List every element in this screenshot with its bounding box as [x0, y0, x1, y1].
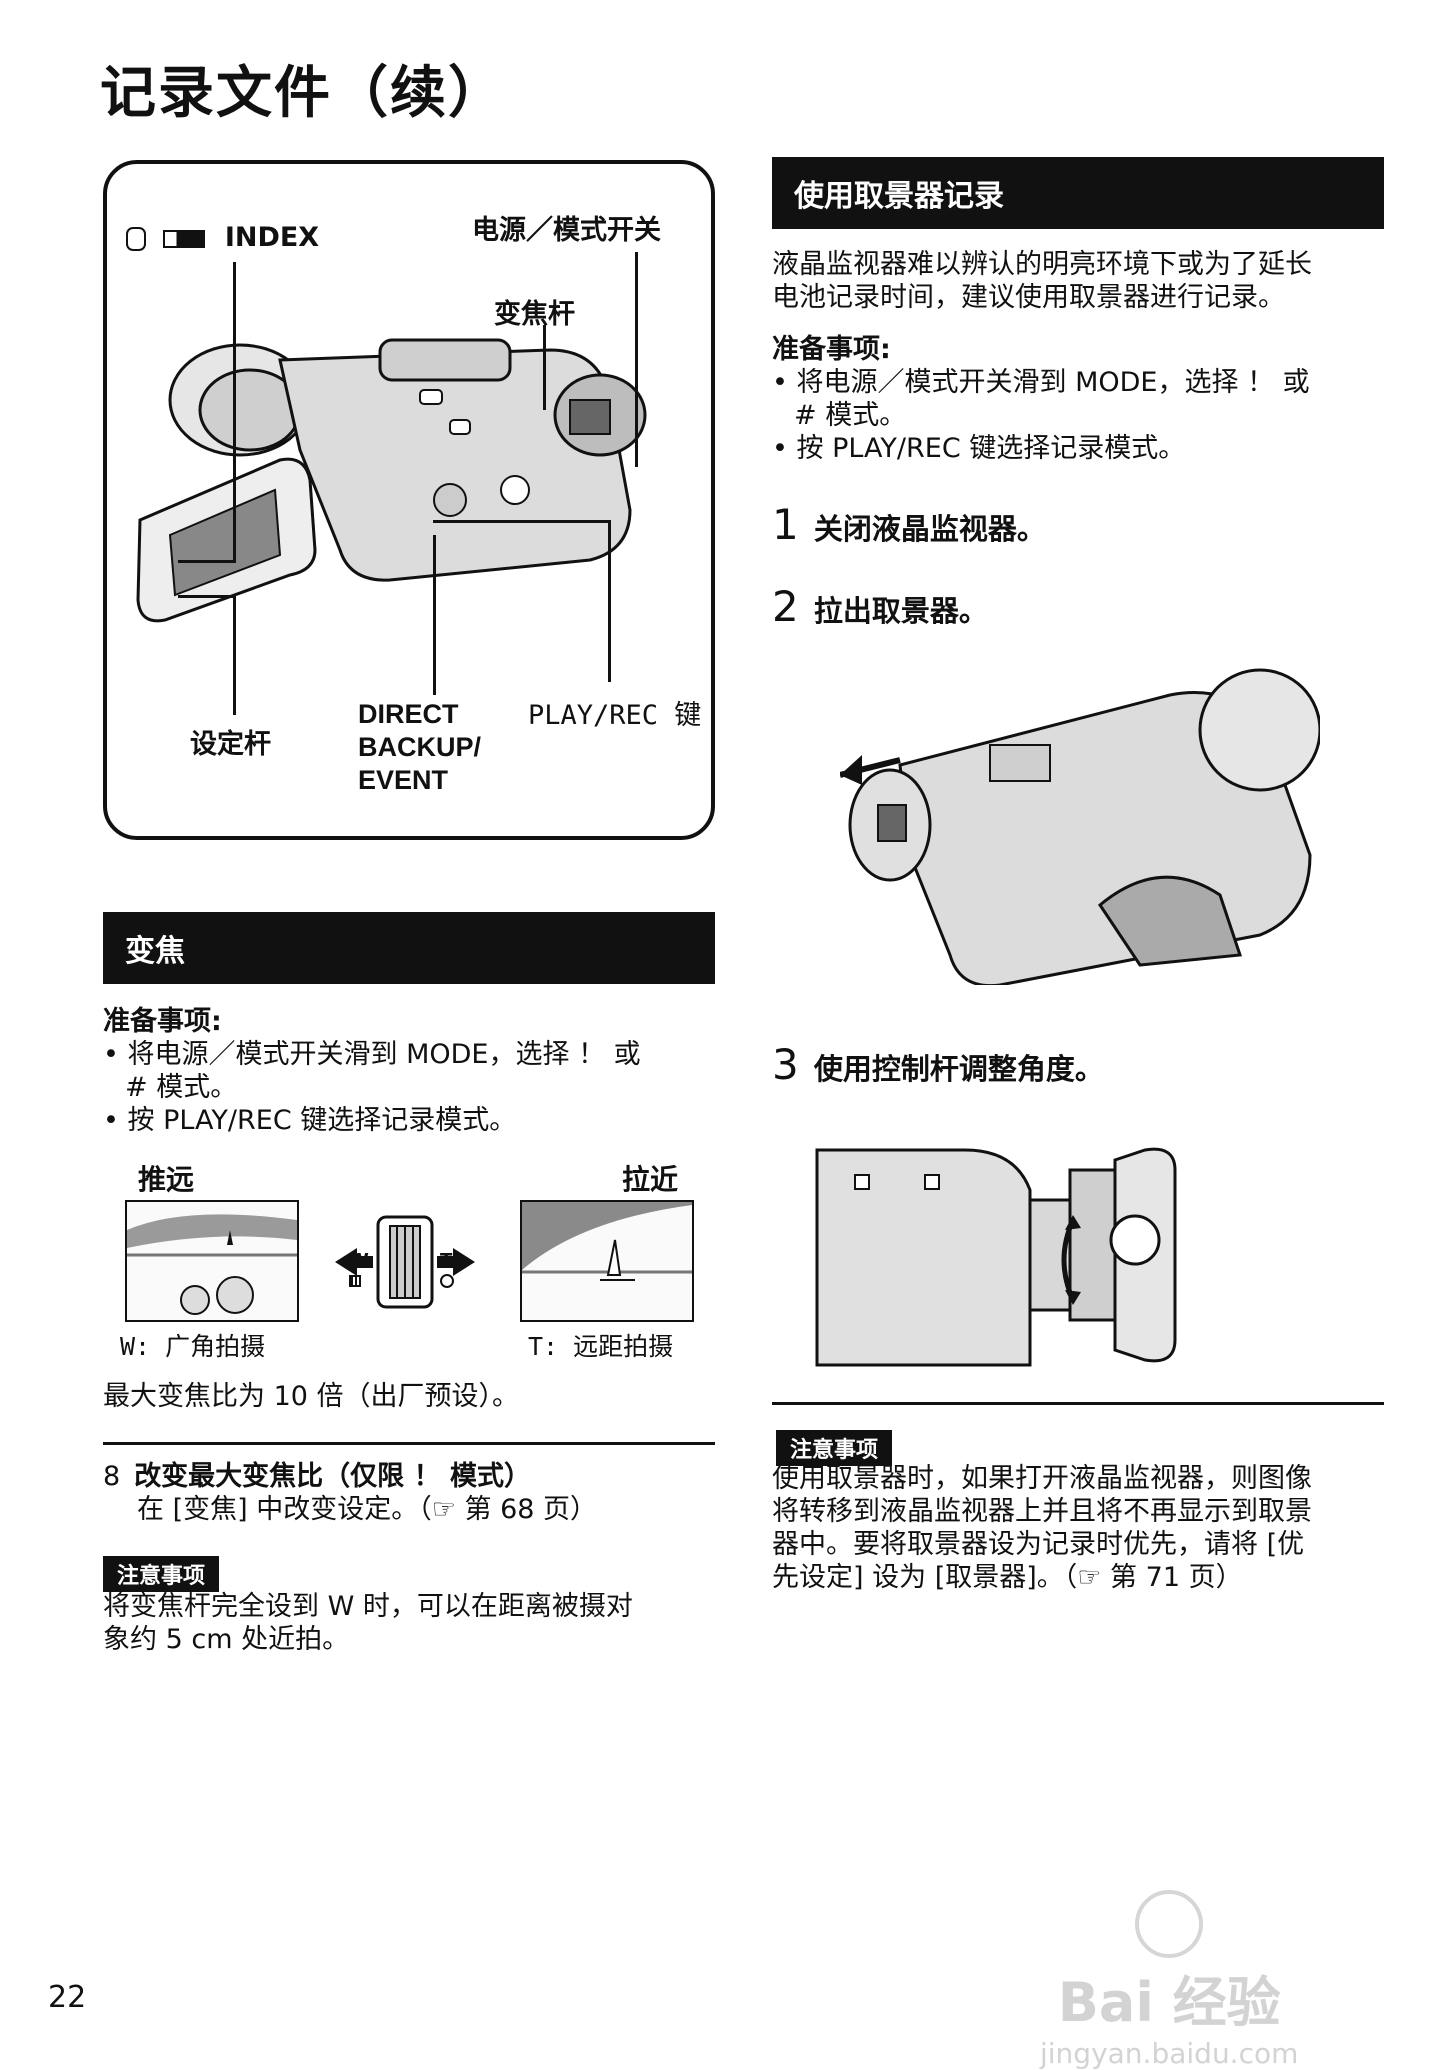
zoom-section-heading: 变焦: [103, 912, 715, 984]
leader-line: [433, 520, 611, 523]
zoom-note-text: 将变焦杆完全设到 W 时，可以在距离被摄对 象约 5 cm 处近拍。: [103, 1591, 633, 1655]
change-detail: 在 [变焦] 中改变设定。（☞ 第 68 页）: [137, 1494, 598, 1525]
direct-backup-callout: DIRECT BACKUP/ EVENT: [358, 699, 482, 795]
power-mode-switch-callout: 电源／模式开关: [472, 215, 661, 246]
t-letter: T: [440, 1250, 453, 1271]
wide-angle-scene-image: [125, 1200, 299, 1322]
zoom-note-badge: 注意事项: [103, 1556, 220, 1592]
max-zoom-text: 最大变焦比为 10 倍（出厂预设）。: [103, 1381, 520, 1412]
leader-line: [233, 262, 236, 562]
zoom-lever-callout: 变焦杆: [494, 299, 575, 330]
divider: [103, 1442, 715, 1445]
magnifier-icon: [440, 1274, 454, 1288]
camera-figure-box: [103, 160, 715, 840]
viewfinder-pull-illustration: [840, 668, 1320, 985]
leader-line: [635, 252, 638, 467]
play-rec-key-callout: PLAY/REC 键: [528, 700, 702, 731]
zoom-lever-graphic: [335, 1215, 475, 1309]
wide-grid-icon: [349, 1275, 361, 1287]
leader-line: [433, 535, 436, 695]
viewfinder-angle-illustration: [815, 1147, 1177, 1367]
step-1: 1 关闭液晶监视器。: [772, 500, 1046, 549]
change-max-zoom: 8 改变最大变焦比（仅限 ！ 模式） 在 [变焦] 中改变设定。（☞ 第 68 页…: [103, 1460, 715, 1526]
step-2: 2 拉出取景器。: [772, 582, 988, 631]
viewfinder-prep-item: • 按 PLAY/REC 键选择记录模式。: [772, 433, 1186, 464]
change-number: 8: [103, 1461, 121, 1492]
change-title: 改变最大变焦比（仅限 ！ 模式）: [134, 1461, 531, 1492]
viewfinder-section-heading: 使用取景器记录: [772, 157, 1384, 229]
viewfinder-intro: 液晶监视器难以辨认的明亮环境下或为了延长 电池记录时间，建议使用取景器进行记录。: [772, 249, 1312, 313]
baidu-paw-icon: [1135, 1890, 1204, 1958]
w-letter: W: [349, 1250, 369, 1271]
viewfinder-note-text: 使用取景器时，如果打开液晶监视器，则图像 将转移到液晶监视器上并且将不再显示到取…: [772, 1463, 1312, 1593]
zoom-prep-item: • 按 PLAY/REC 键选择记录模式。: [103, 1105, 517, 1136]
page-number: 22: [48, 1980, 87, 2015]
leader-line: [543, 325, 546, 410]
viewfinder-prep-item: • 将电源／模式开关滑到 MODE，选择 ！ 或: [772, 367, 1310, 398]
viewfinder-prep: 准备事项: • 将电源／模式开关滑到 MODE，选择 ！ 或 # 模式。 • 按…: [772, 333, 1384, 465]
leader-line: [178, 595, 236, 598]
t-caption: T: 远距拍摄: [528, 1332, 674, 1361]
zoom-out-label: 推远: [138, 1163, 195, 1196]
setting-lever-callout: 设定杆: [190, 729, 271, 760]
baidu-watermark: Bai 经验 jingyan.baidu.com: [1040, 1890, 1298, 2070]
index-callout: INDEX: [126, 222, 319, 253]
camcorder-illustration: [136, 338, 647, 623]
step-3: 3 使用控制杆调整角度。: [772, 1040, 1104, 1089]
w-caption: W: 广角拍摄: [120, 1332, 266, 1361]
leader-line: [608, 520, 611, 682]
viewfinder-note-badge: 注意事项: [776, 1430, 893, 1466]
card-icon: [126, 226, 146, 251]
battery-icon: [163, 229, 206, 248]
viewfinder-prep-title: 准备事项:: [772, 334, 891, 365]
zoom-prep: 准备事项: • 将电源／模式开关滑到 MODE，选择 ！ 或 # 模式。 • 按…: [103, 1005, 715, 1137]
zoom-in-label: 拉近: [622, 1163, 679, 1196]
divider: [772, 1402, 1384, 1405]
zoom-prep-title: 准备事项:: [103, 1006, 222, 1037]
zoom-prep-item: • 将电源／模式开关滑到 MODE，选择 ！ 或: [103, 1039, 641, 1070]
telephoto-scene-image: [520, 1200, 694, 1322]
leader-line: [178, 560, 236, 563]
page-title: 记录文件（续）: [100, 61, 506, 126]
leader-line: [233, 595, 236, 715]
